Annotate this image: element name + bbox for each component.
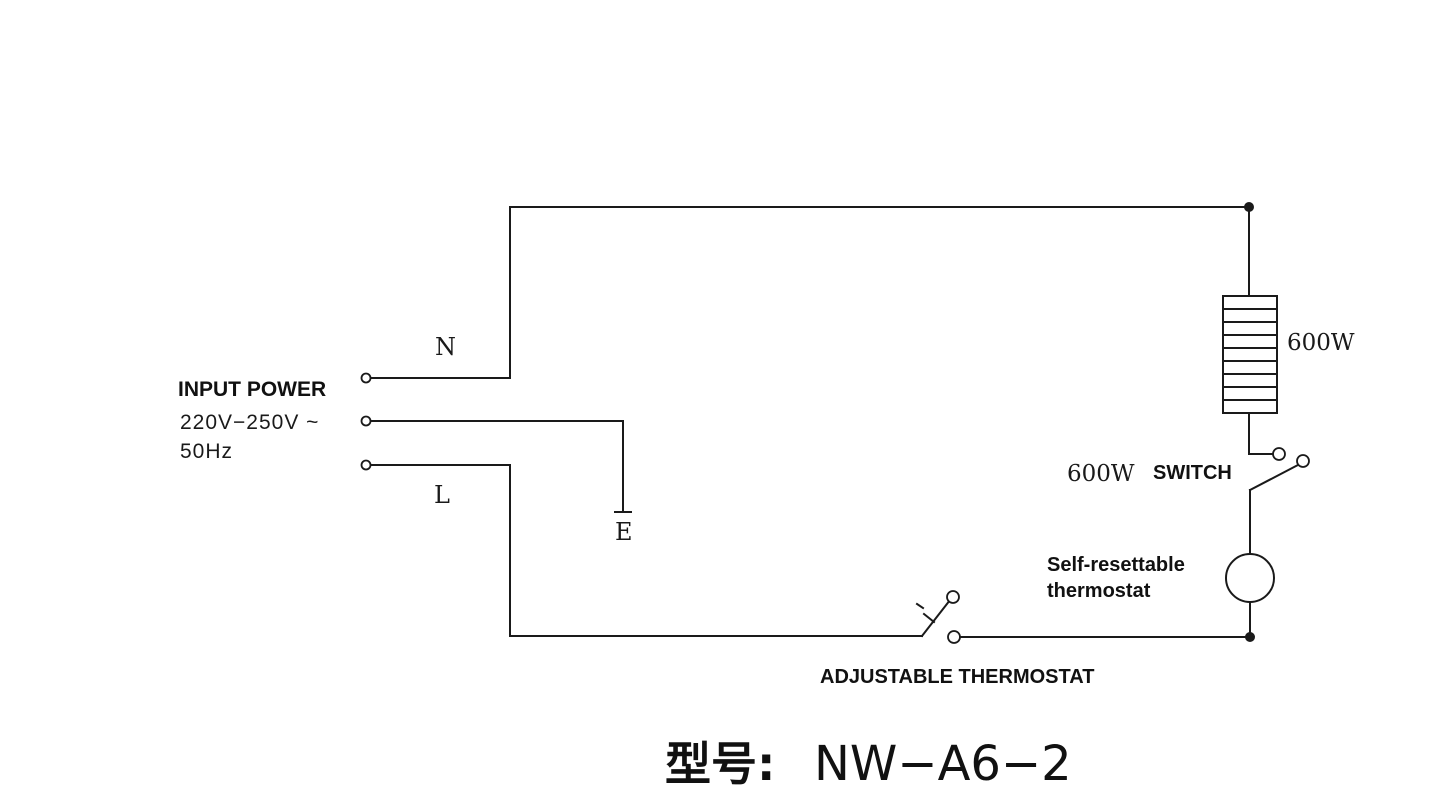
earth-terminal: [360, 415, 372, 427]
live-label: L: [434, 481, 450, 509]
adjustable-thermostat-symbol: [915, 590, 961, 644]
earth-wire: [370, 420, 624, 511]
switch-label: SWITCH: [1153, 462, 1232, 484]
adjustable-thermostat-label: ADJUSTABLE THERMOSTAT: [820, 666, 1094, 688]
model-number: NW−A6−2: [814, 736, 1072, 792]
top-junction-node: [1244, 202, 1254, 212]
self-resettable-thermostat-symbol: [1225, 553, 1275, 603]
neutral-wire: [370, 206, 1250, 379]
neutral-terminal: [360, 372, 372, 384]
live-wire: [370, 464, 923, 637]
earth-label: E: [615, 518, 633, 546]
switch-power-label: 600W: [1067, 461, 1135, 487]
live-terminal: [360, 459, 372, 471]
heating-element-symbol: [1222, 295, 1278, 414]
input-power-title: INPUT POWER: [178, 378, 326, 401]
power-switch-symbol: [1248, 447, 1310, 492]
neutral-label: N: [435, 333, 456, 361]
model-prefix: 型号:: [665, 737, 775, 791]
self-resettable-label-line1: Self-resettable: [1047, 554, 1185, 576]
heater-to-switch-wire: [1248, 412, 1273, 455]
input-voltage: 220V−250V ~: [180, 411, 319, 434]
bottom-junction-node: [1245, 632, 1255, 642]
self-resettable-label-line2: thermostat: [1047, 580, 1151, 602]
input-frequency: 50Hz: [180, 440, 233, 463]
heater-power-label: 600W: [1287, 330, 1355, 356]
